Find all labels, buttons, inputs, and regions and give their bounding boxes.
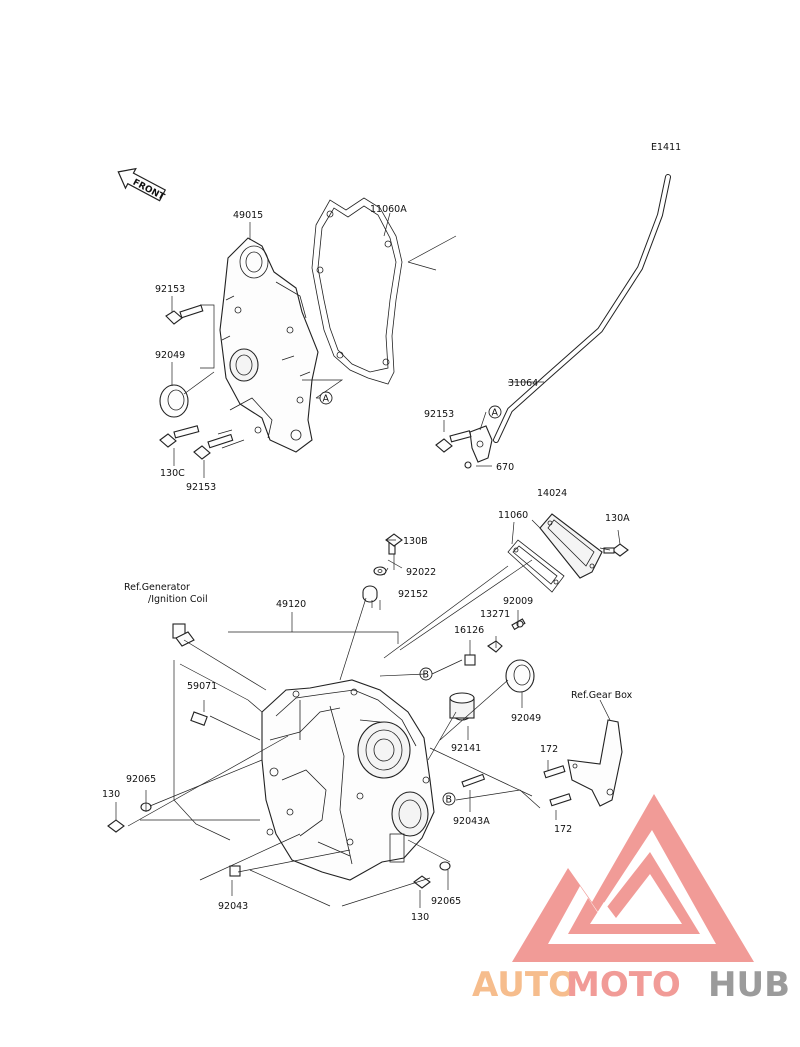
stud-172-b bbox=[549, 793, 572, 807]
plug-92152 bbox=[362, 585, 378, 603]
watermark-logo: AUTO MOTO HUB bbox=[472, 794, 790, 1005]
callout-A-2-label: A bbox=[492, 408, 499, 419]
label-14024: 14024 bbox=[537, 488, 567, 499]
label-16126: 16126 bbox=[454, 625, 484, 636]
label-130C: 130C bbox=[160, 468, 185, 479]
gasket-11060 bbox=[507, 539, 565, 593]
bolt-130C bbox=[159, 425, 200, 448]
callout-A-2: A bbox=[488, 405, 502, 419]
pin-92043 bbox=[229, 865, 241, 877]
label-670: 670 bbox=[496, 462, 514, 473]
screw-92009 bbox=[511, 618, 526, 631]
label-49015: 49015 bbox=[233, 210, 263, 221]
label-92049-b: 92049 bbox=[511, 713, 541, 724]
plug-59071 bbox=[190, 711, 208, 726]
label-92065-a: 92065 bbox=[126, 774, 156, 785]
bolt-92153-c bbox=[435, 430, 472, 453]
callout-A-1-label: A bbox=[323, 394, 330, 405]
label-92141: 92141 bbox=[451, 743, 481, 754]
pin-16126 bbox=[464, 654, 476, 666]
label-92153-a: 92153 bbox=[155, 284, 185, 295]
label-11060: 11060 bbox=[498, 510, 528, 521]
label-92153-b: 92153 bbox=[186, 482, 216, 493]
crankcase-49120 bbox=[261, 679, 435, 881]
label-92153-c: 92153 bbox=[424, 409, 454, 420]
leader-lines-bottom bbox=[115, 519, 621, 908]
washer-670 bbox=[464, 461, 472, 469]
label-11060A: 11060A bbox=[370, 204, 407, 215]
diagram-code: E1411 bbox=[651, 142, 681, 153]
label-172-a: 172 bbox=[540, 744, 558, 755]
label-31064: 31064 bbox=[508, 378, 538, 389]
washer-92022 bbox=[373, 566, 387, 576]
bolt-92153-a bbox=[165, 304, 204, 325]
bearing-92141 bbox=[449, 692, 475, 721]
timing-cover-49015 bbox=[219, 237, 319, 453]
label-13271: 13271 bbox=[480, 609, 510, 620]
callout-B-2: B bbox=[442, 792, 456, 806]
label-130A: 130A bbox=[605, 513, 630, 524]
label-92043A: 92043A bbox=[453, 816, 490, 827]
label-92009: 92009 bbox=[503, 596, 533, 607]
callout-A-1: A bbox=[319, 391, 333, 405]
callout-B-2-label: B bbox=[446, 795, 453, 806]
gasket-11060A bbox=[311, 197, 403, 385]
label-92049-a: 92049 bbox=[155, 350, 185, 361]
pin-92043A bbox=[461, 773, 486, 788]
label-49120: 49120 bbox=[276, 599, 306, 610]
front-arrow-icon: FRONT bbox=[117, 167, 167, 203]
label-ref-generator-2: /Ignition Coil bbox=[148, 594, 208, 605]
label-92065-b: 92065 bbox=[431, 896, 461, 907]
label-130B: 130B bbox=[403, 536, 428, 547]
label-172-b: 172 bbox=[554, 824, 572, 835]
label-92043: 92043 bbox=[218, 901, 248, 912]
label-59071: 59071 bbox=[187, 681, 217, 692]
label-130-b: 130 bbox=[411, 912, 429, 923]
label-ref-gearbox: Ref.Gear Box bbox=[571, 690, 633, 701]
washer-92065-b bbox=[439, 861, 451, 871]
stud-172-a bbox=[543, 765, 566, 779]
oil-seal-92049-b bbox=[505, 659, 535, 693]
watermark-text-auto: AUTO bbox=[472, 965, 577, 1005]
bolt-130B bbox=[385, 533, 403, 555]
bolt-130-a bbox=[107, 819, 125, 833]
plate-14024 bbox=[539, 513, 603, 579]
bolt-92153-b bbox=[193, 433, 234, 460]
callout-B-1-label: B bbox=[423, 670, 430, 681]
bolt-130A bbox=[603, 543, 629, 557]
plug-gen-ref bbox=[172, 623, 195, 647]
watermark-text-moto: MOTO bbox=[566, 965, 681, 1005]
label-ref-generator-1: Ref.Generator bbox=[124, 582, 190, 593]
label-92022: 92022 bbox=[406, 567, 436, 578]
nut-13271 bbox=[487, 640, 503, 653]
leader-lines-top bbox=[171, 212, 544, 478]
pipe-31064 bbox=[469, 174, 671, 463]
watermark-text-hub: HUB bbox=[708, 965, 790, 1005]
gearbox-bracket-ref bbox=[567, 719, 623, 807]
label-92152: 92152 bbox=[398, 589, 428, 600]
oil-seal-92049-a bbox=[159, 384, 189, 418]
label-130-a: 130 bbox=[102, 789, 120, 800]
